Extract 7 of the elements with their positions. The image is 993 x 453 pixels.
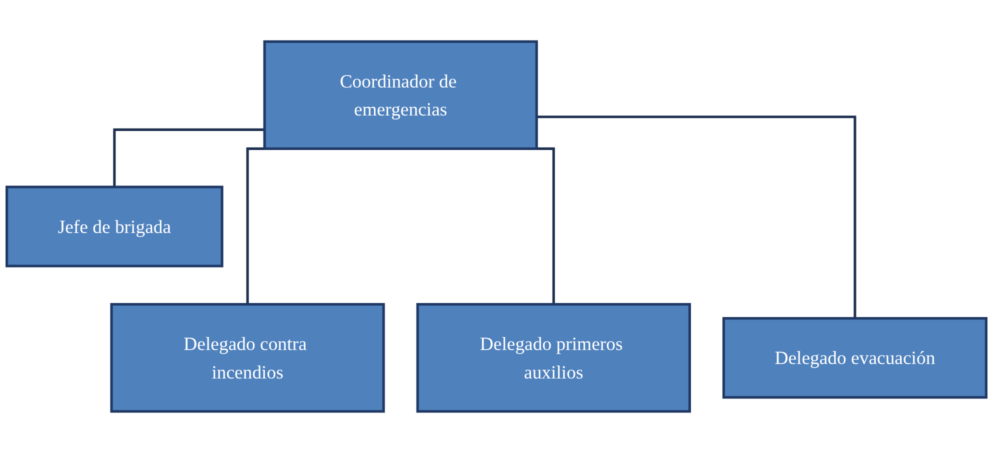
connector (113, 128, 265, 187)
node-box: Delegado contra incendios (110, 303, 385, 413)
node-box: Coordinador de emergencias (263, 40, 538, 150)
connector (536, 116, 856, 318)
node-box: Delegado evacuación (722, 317, 988, 399)
node-box: Delegado primeros auxilios (416, 303, 691, 413)
node-box: Jefe de brigada (6, 186, 224, 268)
